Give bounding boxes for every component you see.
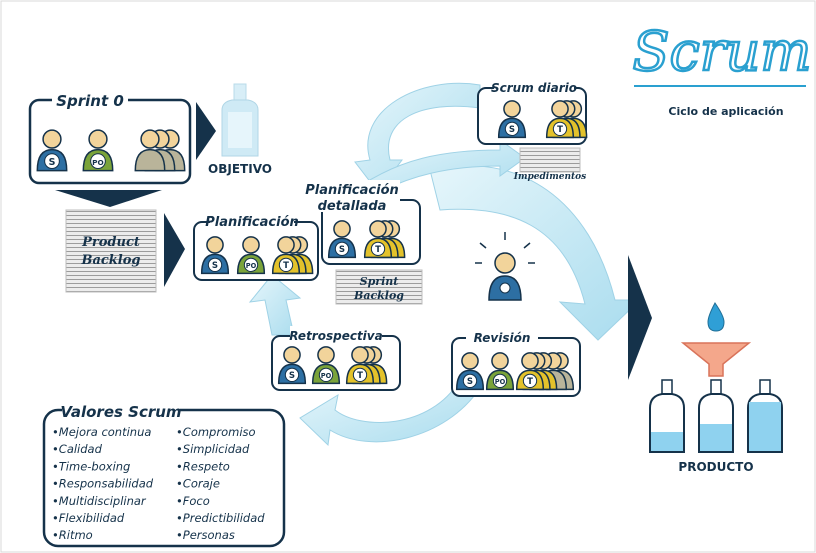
role-letter: PO <box>495 378 506 386</box>
team-figure <box>134 129 186 172</box>
product-backlog-line2: Backlog <box>80 253 140 268</box>
valores-item: •Time-boxing <box>52 459 130 473</box>
valores-item: •Responsabilidad <box>52 477 154 491</box>
arrow-right-icon <box>628 255 652 380</box>
sprint-backlog-line2: Backlog <box>353 289 404 302</box>
scrum-master-figure: S <box>497 100 527 139</box>
role-letter: T <box>375 245 381 255</box>
subtitle: Ciclo de aplicación <box>668 105 783 118</box>
scrum-logo-text: Scrum <box>632 20 811 83</box>
role-letter: T <box>283 261 289 271</box>
product-owner-figure: PO <box>236 236 266 275</box>
retrospectiva-box: Retrospectiva S PO T <box>271 326 401 391</box>
product-owner-figure: PO <box>485 352 515 391</box>
role-letter: S <box>289 371 295 381</box>
retrospectiva-label: Retrospectiva <box>289 329 382 343</box>
valores-scrum-box: Valores Scrum •Mejora continua •Calidad •T… <box>42 400 286 548</box>
valores-right-list: •Compromiso •Simplicidad •Respeto •Coraje •F… <box>176 425 265 542</box>
product-backlog-document: Product Backlog <box>65 209 157 293</box>
valores-title: Valores Scrum <box>60 403 181 421</box>
role-letter: T <box>527 377 533 387</box>
valores-item: •Calidad <box>52 442 103 456</box>
product-owner-figure: PO <box>82 129 114 172</box>
scrum-master-figure: S <box>277 346 307 385</box>
valores-item: •Simplicidad <box>176 442 250 456</box>
bottle-icon <box>649 379 685 453</box>
revision-box: Revisión S PO T <box>451 328 581 397</box>
planificacion-box: Planificación S PO T <box>193 212 319 281</box>
scrum-logo: Scrum <box>631 19 813 87</box>
valores-item: •Coraje <box>176 477 220 491</box>
valores-item: •Ritmo <box>52 528 93 542</box>
valores-item: •Personas <box>176 528 235 542</box>
scrum-master-figure: S <box>36 129 68 172</box>
planificacion-detallada-box: Planificación detallada S T <box>305 180 421 265</box>
impedimentos-document: Impedimentos <box>513 147 586 182</box>
water-drop-icon <box>707 302 725 332</box>
valores-item: •Mejora continua <box>52 425 151 439</box>
sprint0-box: Sprint 0 S PO <box>28 90 192 185</box>
valores-item: •Flexibilidad <box>52 511 125 525</box>
role-letter: S <box>49 157 56 168</box>
role-letter: T <box>557 125 563 135</box>
team-figure: T <box>515 352 575 391</box>
role-letter: PO <box>92 158 104 167</box>
funnel-icon <box>680 342 752 377</box>
valores-item: •Predictibilidad <box>176 511 265 525</box>
sprint-backlog-document: Sprint Backlog <box>335 269 423 305</box>
role-letter: PO <box>321 372 332 380</box>
bottle-icon <box>698 379 734 453</box>
arrow-down-icon <box>55 190 162 207</box>
planificacion-detallada-line2: detallada <box>318 199 387 214</box>
valores-item: •Respeto <box>176 459 230 473</box>
scrum-master-figure: S <box>455 352 485 391</box>
sprint-backlog-line1: Sprint <box>360 275 399 288</box>
product-illustration <box>649 302 783 453</box>
product-owner-figure: PO <box>311 346 341 385</box>
role-letter: T <box>357 371 363 381</box>
producto-label: PRODUCTO <box>678 460 753 474</box>
impedimentos-label: Impedimentos <box>513 172 586 182</box>
scrum-master-figure: S <box>327 220 357 259</box>
scrum-diario-label: Scrum diario <box>491 81 577 95</box>
stakeholder-figure <box>475 232 535 301</box>
valores-item: •Foco <box>176 494 210 508</box>
revision-label: Revisión <box>474 331 531 345</box>
valores-item: •Multidisciplinar <box>52 494 147 508</box>
objetivo-label: OBJETIVO <box>208 162 272 176</box>
planificacion-detallada-line1: Planificación <box>305 183 399 198</box>
team-figure: T <box>345 346 388 385</box>
arrow-right-icon <box>164 213 185 287</box>
role-letter: PO <box>246 262 257 270</box>
bottle-icon <box>747 379 783 453</box>
team-figure: T <box>363 220 406 259</box>
team-figure: T <box>271 236 314 275</box>
valores-left-list: •Mejora continua •Calidad •Time-boxing •Res… <box>52 425 154 542</box>
scrum-diario-box: Scrum diario S T <box>477 78 588 145</box>
planificacion-label: Planificación <box>205 215 299 230</box>
valores-item: •Compromiso <box>176 425 256 439</box>
role-letter: S <box>339 245 345 255</box>
product-backlog-line1: Product <box>81 235 140 250</box>
role-letter: S <box>509 125 515 135</box>
objetivo-bottle-icon <box>221 83 259 157</box>
arrow-right-icon <box>196 102 216 160</box>
cycle-arrows <box>248 82 642 447</box>
role-letter: S <box>467 377 473 387</box>
role-letter: S <box>212 261 218 271</box>
team-figure: T <box>545 100 588 139</box>
sprint0-label: Sprint 0 <box>56 92 124 110</box>
scrum-master-figure: S <box>200 236 230 275</box>
